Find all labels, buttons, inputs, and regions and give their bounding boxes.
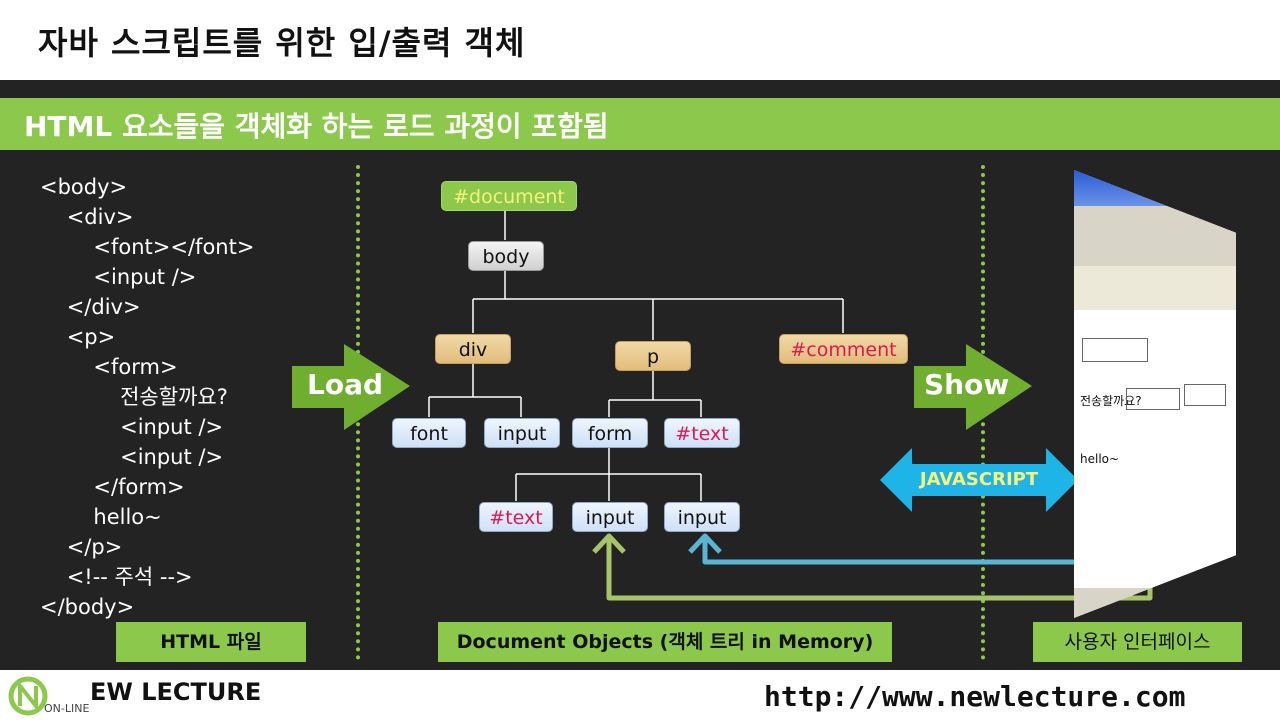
browser-addressbar — [1074, 266, 1236, 310]
label-user-interface: 사용자 인터페이스 — [1033, 622, 1242, 662]
show-label: Show — [924, 368, 1010, 401]
node-p: p — [615, 341, 691, 371]
logo-subtext: ON-LINE — [44, 702, 90, 715]
javascript-label: JAVASCRIPT — [919, 469, 1039, 490]
show-arrow-shape — [914, 344, 1032, 430]
html-code: <body> <div> <font></font> <input /> </d… — [40, 175, 255, 619]
footer-url[interactable]: http://www.newlecture.com — [764, 680, 1186, 713]
subtitle-bar — [0, 98, 1280, 150]
javascript-arrow-shape — [880, 448, 1078, 512]
node-input-3: input — [664, 502, 740, 532]
label-html-file: HTML 파일 — [116, 622, 306, 662]
browser-window: 전송할까요? hello~ — [1074, 170, 1236, 618]
logo-text: EW LECTURE — [90, 678, 262, 706]
slide-title: 자바 스크립트를 위한 입/출력 객체 — [38, 24, 526, 62]
node-body: body — [468, 241, 544, 271]
browser-form-input-1 — [1126, 388, 1180, 410]
node-input-1: input — [484, 418, 560, 448]
browser-form-input-2 — [1184, 384, 1226, 406]
node-text-2: #text — [479, 502, 553, 532]
footer — [0, 670, 1280, 720]
node-form: form — [572, 418, 648, 448]
node-document: #document — [441, 181, 577, 211]
node-font: font — [392, 418, 466, 448]
label-document-objects: Document Objects (객체 트리 in Memory) — [438, 622, 892, 662]
node-div: div — [435, 334, 511, 364]
title-bar — [0, 0, 1280, 80]
browser-hello: hello~ — [1080, 452, 1120, 466]
node-text-1: #text — [664, 418, 740, 448]
slide-subtitle: HTML 요소들을 객체화 하는 로드 과정이 포함됨 — [24, 110, 609, 143]
diagram-area — [0, 80, 1280, 670]
browser-page-input — [1082, 338, 1148, 362]
load-label: Load — [307, 368, 384, 401]
load-arrow-shape — [292, 344, 410, 430]
node-input-2: input — [572, 502, 648, 532]
node-comment: #comment — [779, 334, 908, 364]
logo-mark-icon — [8, 676, 48, 716]
